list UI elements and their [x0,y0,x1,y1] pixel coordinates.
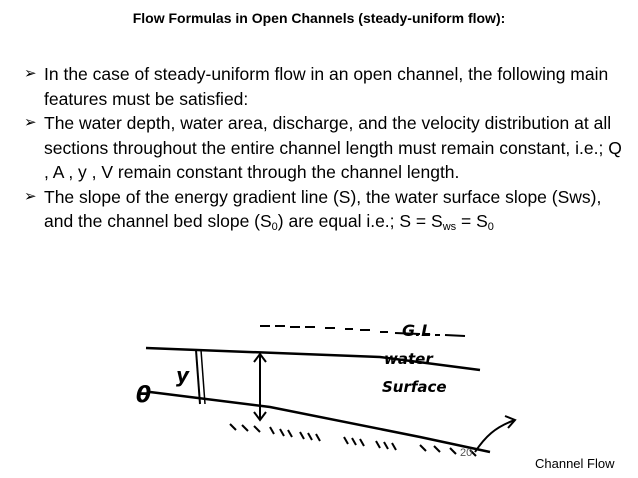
label-surface: Surface [382,378,447,396]
bullet-item-1: ➢ In the case of steady-uniform flow in … [24,62,624,111]
footer-text: Channel Flow [535,456,615,471]
bullet-item-3: ➢ The slope of the energy gradient line … [24,185,624,234]
label-water: water [384,350,434,368]
bullet-item-2: ➢ The water depth, water area, discharge… [24,111,624,185]
subscript-0: 0 [271,221,278,233]
page-number: 20 [460,447,473,459]
channel-sketch: G.L water Surface θ y [120,312,520,462]
bed-hatching [229,423,477,457]
label-y: y [176,363,190,387]
depth-section-line [195,349,201,405]
bullet-text-3b: ) are equal i.e.; S = S [277,211,443,231]
arrow-bullet-icon: ➢ [24,114,37,131]
slide-title: Flow Formulas in Open Channels (steady-u… [132,10,506,26]
bullet-list: ➢ In the case of steady-uniform flow in … [24,62,624,234]
bullet-text-3a: The slope of the energy gradient line (S… [44,186,602,232]
label-theta: θ [136,383,151,408]
subscript-ws: ws [442,221,457,233]
channel-sketch-svg: G.L water Surface θ y [136,321,517,457]
subscript-0-final: 0 [487,221,494,233]
bullet-text-2: The water depth, water area, discharge, … [44,113,622,182]
flow-arrow [474,419,516,453]
bullet-text-3c: = S [456,211,488,231]
bullet-text-1: In the case of steady-uniform flow in an… [44,64,609,109]
ground-line [260,325,466,337]
water-surface-line [145,346,481,372]
depth-arrow [253,352,267,422]
arrow-bullet-icon: ➢ [24,187,37,205]
label-gl: G.L [402,321,431,340]
arrow-bullet-icon: ➢ [24,65,37,82]
channel-bed-line [149,390,491,454]
